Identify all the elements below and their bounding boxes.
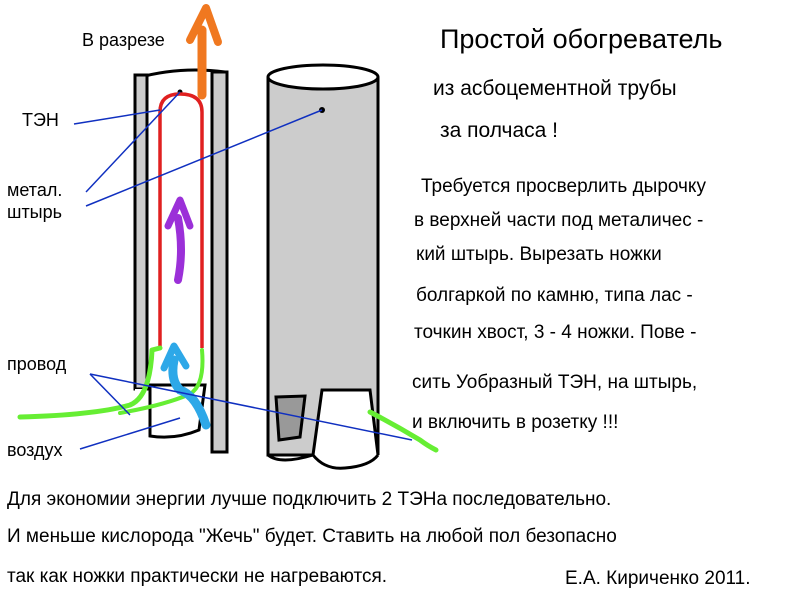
cutaway-pipe-right-wall xyxy=(210,70,229,454)
leader-pin-right xyxy=(85,109,323,207)
cold-air-arrowhead xyxy=(160,342,190,372)
leader-ten xyxy=(73,109,161,125)
solid-pipe-leg-cut xyxy=(274,394,307,442)
cutaway-pipe xyxy=(133,68,229,454)
cutaway-pipe-left-wall xyxy=(133,73,149,391)
footer-line: Для экономии энергии лучше подключить 2 … xyxy=(7,489,612,510)
leader-pin-left xyxy=(85,91,181,193)
hot-air-arrowhead xyxy=(186,4,222,46)
instruction-line: Требуется просверлить дырочку xyxy=(421,176,706,197)
instruction-line: в верхней части под металичес - xyxy=(414,210,704,231)
solid-pipe-body xyxy=(266,76,380,457)
title-line1: Простой обогреватель xyxy=(440,24,723,54)
label-cutaway: В разрезе xyxy=(82,30,165,50)
footer-line: И меньше кислорода "Жечь" будет. Ставить… xyxy=(7,526,617,547)
wire-left xyxy=(17,345,163,420)
instruction-line: болгаркой по камню, типа лас - xyxy=(416,285,693,306)
solid-pipe-foot-left xyxy=(267,453,314,462)
instruction-line: кий штырь. Вырезать ножки xyxy=(416,244,662,265)
heating-element xyxy=(158,92,204,348)
label-metal-pin-line2: штырь xyxy=(7,202,63,222)
leader-wire-right xyxy=(89,373,413,441)
inner-flow-arrowhead xyxy=(164,196,194,230)
leader-wire xyxy=(89,373,131,416)
instruction-line: сить Уобразный ТЭН, на штырь, xyxy=(412,372,698,393)
solid-pipe-foot-front xyxy=(311,454,380,470)
label-metal-pin-line1: метал. xyxy=(7,180,63,200)
leader-air xyxy=(79,417,181,450)
title-line2: из асбоцементной трубы xyxy=(433,77,677,100)
solid-pipe-top xyxy=(266,63,380,91)
inner-flow-arrow xyxy=(174,214,185,284)
wire-right xyxy=(367,409,439,453)
title-line3: за полчаса ! xyxy=(440,119,558,142)
leader-lines xyxy=(73,91,413,450)
cold-air-arrow xyxy=(168,355,211,430)
footer-line: так как ножки практически не нагреваются… xyxy=(7,566,388,587)
author-credit: Е.А. Кириченко 2011. xyxy=(565,568,751,589)
label-wire: провод xyxy=(7,354,67,374)
label-heating-element: ТЭН xyxy=(22,110,59,130)
instruction-line: точкин хвост, 3 - 4 ножки. Пове - xyxy=(414,322,697,343)
instruction-line: и включить в розетку !!! xyxy=(412,412,619,433)
solid-pipe xyxy=(266,63,380,470)
label-air: воздух xyxy=(7,440,63,460)
